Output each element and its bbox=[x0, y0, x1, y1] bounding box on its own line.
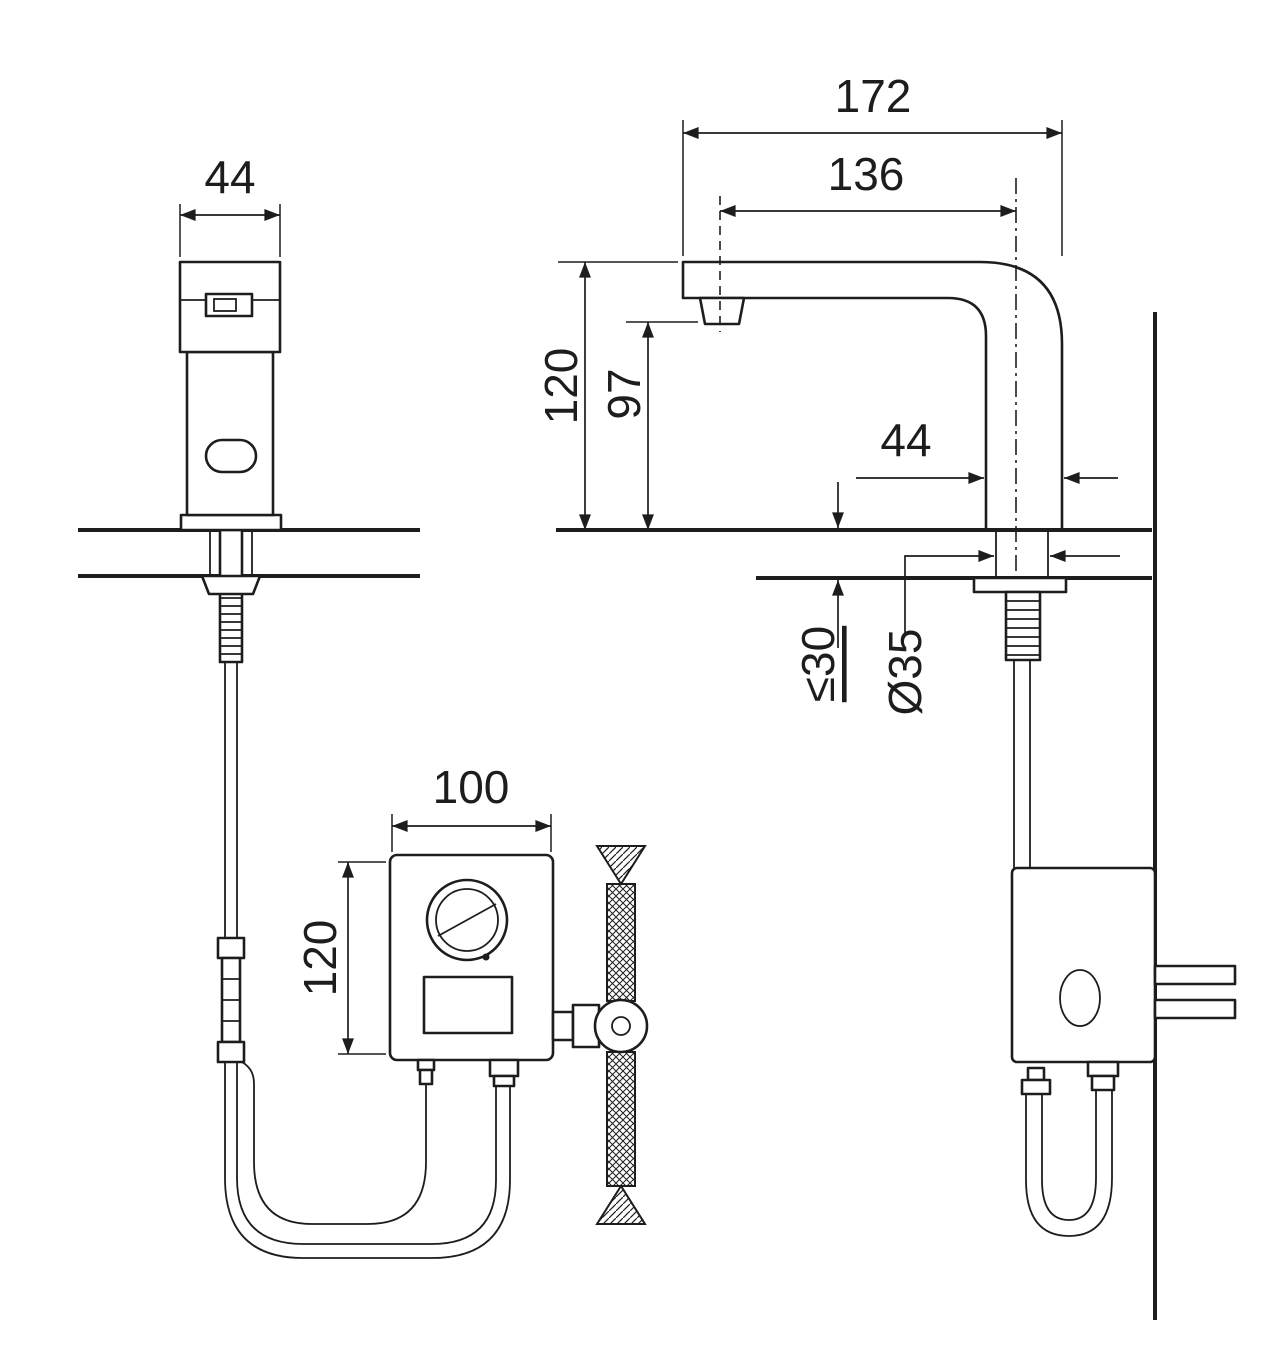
dimension-hole-diameter: Ø35 bbox=[879, 550, 1120, 716]
braided-hose-upper bbox=[606, 883, 636, 1002]
dim-label-box-width: 100 bbox=[433, 761, 510, 813]
dimension-front-faucet-width: 44 bbox=[179, 151, 281, 257]
faucet-front-shank bbox=[200, 528, 262, 664]
locking-nut bbox=[200, 574, 262, 596]
dimension-box-height: 120 bbox=[294, 861, 386, 1055]
dim-label-hole-diameter: Ø35 bbox=[879, 629, 931, 716]
dimension-body-depth: 44 bbox=[856, 414, 1118, 484]
side-outlet-fitting bbox=[1086, 1060, 1120, 1078]
control-box-front bbox=[388, 853, 555, 1088]
box-cable-fitting bbox=[416, 1058, 436, 1072]
dimension-deck-thickness: ≤30 bbox=[792, 482, 844, 702]
inlet-valve-assembly bbox=[551, 845, 649, 1225]
sensor-window bbox=[204, 438, 258, 474]
sensor-cable bbox=[241, 1061, 427, 1225]
wall-pipe-lower bbox=[1153, 998, 1237, 1020]
dimension-total-reach: 172 bbox=[682, 70, 1063, 256]
knob-index-dot bbox=[482, 953, 490, 961]
under-counter-flange bbox=[972, 576, 1068, 594]
body-front bbox=[185, 350, 275, 517]
hose-fitting-bottom bbox=[595, 1184, 647, 1225]
dim-label-faucet-height: 120 bbox=[535, 348, 587, 425]
braided-hose-lower bbox=[606, 1051, 636, 1187]
dimension-outlet-height: 97 bbox=[598, 321, 698, 530]
dim-label-box-height: 120 bbox=[294, 920, 346, 997]
base-flange bbox=[179, 513, 283, 532]
side-view: 172 136 120 97 44 bbox=[535, 70, 1237, 1320]
inline-connector bbox=[216, 936, 246, 1064]
head-front bbox=[178, 260, 282, 354]
hose-end-fitting bbox=[1020, 1078, 1052, 1096]
dim-label-body-depth: 44 bbox=[880, 414, 931, 466]
dim-label-deck-thickness: ≤30 bbox=[792, 626, 844, 702]
box-outlet-fitting bbox=[488, 1058, 520, 1078]
dim-label-outlet-height: 97 bbox=[598, 368, 650, 419]
supply-hose-side bbox=[1020, 1066, 1113, 1237]
faucet-side-shank bbox=[972, 576, 1068, 868]
dimension-spout-reach: 136 bbox=[720, 148, 1016, 217]
dim-label-spout-reach: 136 bbox=[828, 148, 905, 200]
wall-pipe-upper bbox=[1153, 964, 1237, 986]
faucet-front-body bbox=[178, 260, 283, 532]
spout-outlet-front bbox=[204, 292, 254, 318]
dimension-box-width: 100 bbox=[391, 761, 552, 852]
dim-label-total-reach: 172 bbox=[835, 70, 912, 122]
front-view: 44 bbox=[78, 151, 649, 1259]
aerator-outlet bbox=[698, 296, 746, 326]
shutoff-valve[interactable] bbox=[593, 998, 649, 1054]
hose-fitting-top bbox=[595, 845, 647, 886]
label-plate bbox=[422, 975, 514, 1035]
dimension-faucet-height: 120 bbox=[535, 261, 678, 530]
supply-hose-front bbox=[224, 662, 511, 1259]
control-box-side bbox=[1010, 866, 1237, 1092]
side-knob-profile bbox=[1059, 969, 1101, 1027]
dim-label-front-faucet-width: 44 bbox=[204, 151, 255, 203]
